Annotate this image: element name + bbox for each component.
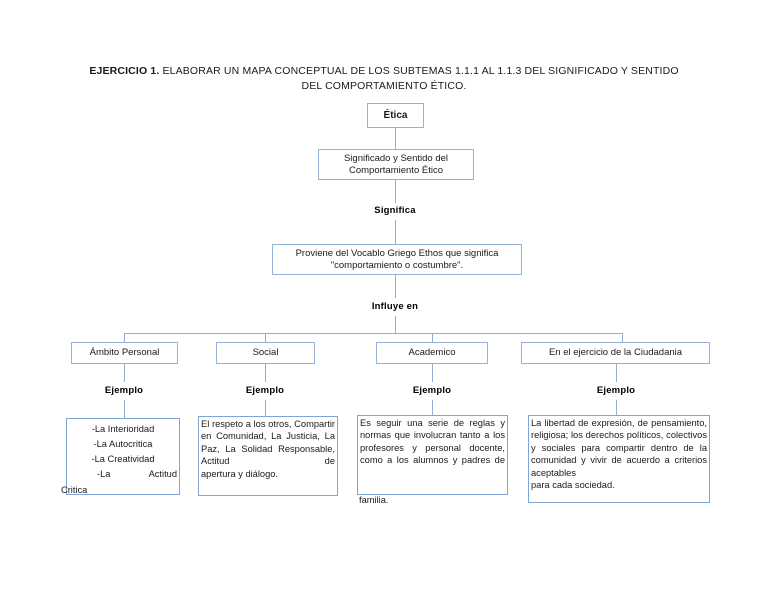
connector-significado-to-significa bbox=[395, 180, 396, 203]
link-label-ejemplo-ciudadania: Ejemplo bbox=[596, 385, 636, 396]
connector-social-to-ejemplo bbox=[265, 364, 266, 382]
connector-bar-to-ambito-personal bbox=[124, 333, 125, 342]
connector-bar-to-social bbox=[265, 333, 266, 342]
leaf-text-last-line: familia. bbox=[359, 495, 389, 505]
leaf-example-academico[interactable]: Es seguir una serie de reglas y normas q… bbox=[357, 415, 508, 505]
node-etica-label: Ética bbox=[383, 109, 408, 121]
leaf-text: El respeto a los otros, Compartir en Com… bbox=[201, 419, 335, 467]
node-branch-ambito-personal-label: Ámbito Personal bbox=[89, 347, 160, 359]
connector-ejemplo-to-leaf-social bbox=[265, 400, 266, 416]
connector-bar-to-ciudadania bbox=[622, 333, 623, 342]
node-etica[interactable]: Ética bbox=[367, 103, 424, 128]
leaf-text-last-line: apertura y diálogo. bbox=[201, 468, 279, 479]
leaf-text: Es seguir una serie de reglas y normas q… bbox=[360, 418, 505, 466]
leaf-example-ambito-personal[interactable]: -La Interioridad -La Autocritica -La Cre… bbox=[61, 418, 180, 495]
connector-influye-to-bar bbox=[395, 316, 396, 333]
connector-bar-to-academico bbox=[432, 333, 433, 342]
node-branch-ciudadania[interactable]: En el ejercicio de la Ciudadania bbox=[521, 342, 710, 364]
node-definicion-ethos-label: Proviene del Vocablo Griego Ethos que si… bbox=[295, 248, 499, 271]
connector-academico-to-ejemplo bbox=[432, 364, 433, 382]
link-label-significa: Significa bbox=[374, 205, 416, 216]
leaf-item: -La Actitud bbox=[97, 469, 177, 479]
node-significado-sentido-label: Significado y Sentido del Comportamiento… bbox=[343, 153, 449, 176]
node-branch-ciudadania-label: En el ejercicio de la Ciudadania bbox=[548, 347, 683, 359]
node-branch-academico-label: Academico bbox=[408, 347, 456, 359]
connector-definicion-to-influye bbox=[395, 275, 396, 298]
branch-distribution-bar bbox=[124, 333, 623, 334]
page-title-prefix: EJERCICIO 1. bbox=[89, 65, 160, 77]
node-branch-social-label: Social bbox=[252, 347, 279, 359]
leaf-example-ciudadania[interactable]: La libertad de expresión, de pensamiento… bbox=[528, 415, 710, 503]
link-label-ejemplo-academico: Ejemplo bbox=[412, 385, 452, 396]
connector-ejemplo-to-leaf-academico bbox=[432, 400, 433, 415]
node-definicion-ethos[interactable]: Proviene del Vocablo Griego Ethos que si… bbox=[272, 244, 522, 275]
connector-ejemplo-to-leaf-ciudadania bbox=[616, 400, 617, 415]
leaf-item: -La Interioridad bbox=[91, 424, 155, 434]
leaf-item: -La Autocritica bbox=[93, 439, 153, 449]
link-label-ejemplo-social: Ejemplo bbox=[245, 385, 285, 396]
connector-etica-to-significado bbox=[395, 128, 396, 149]
leaf-example-social[interactable]: El respeto a los otros, Compartir en Com… bbox=[198, 416, 338, 496]
node-branch-ambito-personal[interactable]: Ámbito Personal bbox=[71, 342, 178, 364]
connector-ejemplo-to-leaf-personal bbox=[124, 400, 125, 418]
node-branch-social[interactable]: Social bbox=[216, 342, 315, 364]
connector-ambito-personal-to-ejemplo bbox=[124, 364, 125, 382]
link-label-ejemplo-ambito-personal: Ejemplo bbox=[104, 385, 144, 396]
leaf-item: -La Creatividad bbox=[91, 454, 155, 464]
link-label-influye-en: Influye en bbox=[371, 301, 419, 312]
connector-significa-to-definicion bbox=[395, 220, 396, 244]
leaf-text-last-line: para cada sociedad. bbox=[531, 480, 615, 491]
leaf-text: La libertad de expresión, de pensamiento… bbox=[531, 418, 707, 478]
connector-ciudadania-to-ejemplo bbox=[616, 364, 617, 382]
node-branch-academico[interactable]: Academico bbox=[376, 342, 488, 364]
node-significado-sentido[interactable]: Significado y Sentido del Comportamiento… bbox=[318, 149, 474, 180]
page-title-rest: ELABORAR UN MAPA CONCEPTUAL DE LOS SUBTE… bbox=[159, 65, 679, 92]
page-title: EJERCICIO 1. ELABORAR UN MAPA CONCEPTUAL… bbox=[78, 64, 690, 94]
leaf-item-overflow: Critica bbox=[61, 485, 88, 495]
